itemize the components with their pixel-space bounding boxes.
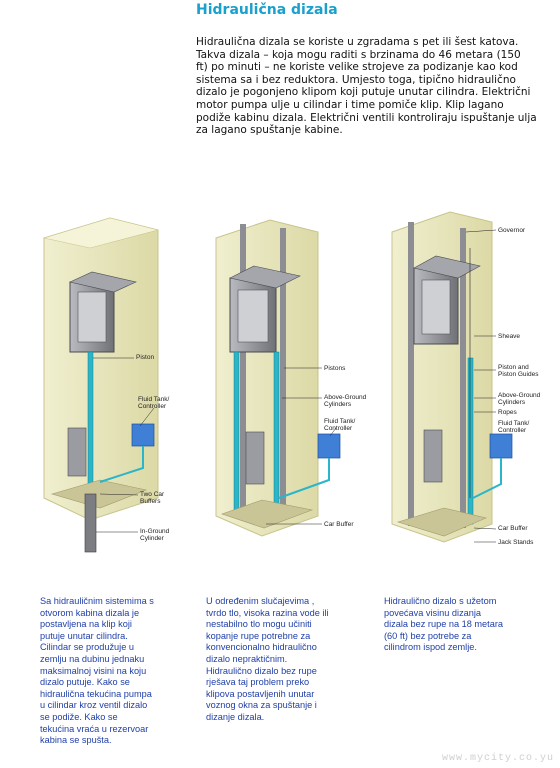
label-fluid-tank-2: Fluid Tank/ Controller bbox=[324, 418, 356, 432]
diagram-holeless-hydraulic bbox=[215, 219, 341, 537]
label-fluid-tank-3: Fluid Tank/ Controller bbox=[498, 420, 530, 434]
diagram-in-ground-hydraulic bbox=[42, 217, 159, 553]
label-jack-stands: Jack Stands bbox=[498, 539, 534, 546]
label-in-ground-cylinder: In-Ground Cylinder bbox=[140, 528, 170, 542]
caption-in-ground: Sa hidrauličnim sistemima s otvorom kabi… bbox=[40, 596, 154, 746]
label-sheave: Sheave bbox=[498, 333, 521, 340]
page-title: Hidraulična dizala bbox=[196, 2, 338, 18]
diagram-roped-hydraulic bbox=[391, 211, 513, 543]
label-fluid-tank-1: Fluid Tank/ Controller bbox=[138, 396, 170, 410]
label-piston: Piston bbox=[136, 354, 155, 361]
label-above-ground-cylinders-2: Above-Ground Cylinders bbox=[324, 394, 367, 408]
caption-holeless: U određenim slučajevima , tvrdo tlo, vis… bbox=[206, 596, 329, 722]
label-pistons: Pistons bbox=[324, 365, 346, 372]
caption-roped: Hidraulično dizalo s užetom povećava vis… bbox=[384, 596, 504, 653]
label-piston-and-guides: Piston and Piston Guides bbox=[498, 364, 539, 378]
label-car-buffer-2: Car Buffer bbox=[324, 521, 354, 528]
elevator-diagrams: Piston Fluid Tank/ Controller Two Car Bu… bbox=[30, 198, 558, 558]
label-ropes: Ropes bbox=[498, 409, 517, 416]
intro-paragraph: Hidraulična dizala se koriste u zgradama… bbox=[196, 36, 537, 137]
label-car-buffer-3: Car Buffer bbox=[498, 525, 528, 532]
watermark: www.mycity.co.yu bbox=[441, 753, 554, 764]
label-two-car-buffers: Two Car Buffers bbox=[140, 491, 165, 505]
diagrams-svg bbox=[42, 211, 513, 553]
label-governor: Governor bbox=[498, 227, 526, 234]
label-above-ground-cylinders-3: Above-Ground Cylinders bbox=[498, 392, 541, 406]
